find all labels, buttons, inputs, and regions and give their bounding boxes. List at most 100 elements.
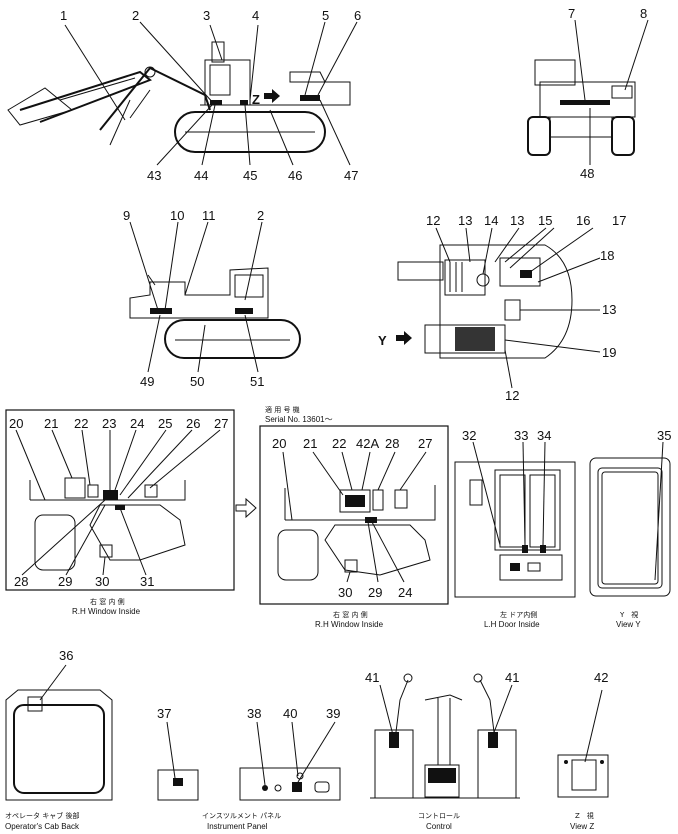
callout-39: 39 [326, 706, 340, 721]
callout-32: 32 [462, 428, 476, 443]
callout-8: 8 [640, 6, 647, 21]
callout-16: 16 [576, 213, 590, 228]
callout-22b: 22 [332, 436, 346, 451]
caption-control-en: Control [426, 822, 452, 831]
callout-47: 47 [344, 168, 358, 183]
view-y-panel: 35 Y 視 View Y [589, 428, 671, 629]
arrow-right-icon [396, 331, 412, 345]
callout-12: 12 [426, 213, 440, 228]
callout-21b: 21 [303, 436, 317, 451]
instrument-panel-view: 37 38 40 39 インスツルメント パネル Instrument Pane… [157, 706, 341, 831]
caption-lh-door-en: L.H Door Inside [484, 620, 540, 629]
rh-window-inside-serial-view: 適 用 号 機 Serial No. 13601～ 20 21 22 42A 2… [259, 405, 449, 629]
callout-35: 35 [657, 428, 671, 443]
marker-y: Y [378, 333, 387, 348]
caption-rh-window-jp: 右 窓 内 側 [90, 597, 125, 606]
view-z-panel: 42 Z 視 View Z [557, 670, 609, 831]
caption-view-z-jp: Z 視 [575, 811, 594, 820]
callout-20b: 20 [272, 436, 286, 451]
callout-49: 49 [140, 374, 154, 389]
callout-23: 23 [102, 416, 116, 431]
arrow-right-icon [264, 89, 280, 103]
caption-view-z-en: View Z [570, 822, 594, 831]
caption-cab-back-en: Operator's Cab Back [5, 822, 80, 831]
callout-27: 27 [214, 416, 228, 431]
callout-13b: 13 [510, 213, 524, 228]
callout-44: 44 [194, 168, 208, 183]
boom [99, 66, 211, 131]
callout-41: 41 [365, 670, 379, 685]
callout-28: 28 [14, 574, 28, 589]
callout-33: 33 [514, 428, 528, 443]
caption-panel-jp: インスツルメント パネル [202, 812, 281, 820]
control-levers-view: 41 41 コントロール Control [365, 670, 520, 831]
callout-11: 11 [202, 208, 216, 223]
caption-rh-window-en: R.H Window Inside [72, 607, 141, 616]
caption-rh-window2-en: R.H Window Inside [315, 620, 384, 629]
callout-46: 46 [288, 168, 302, 183]
callout-6: 6 [354, 8, 361, 23]
caption-view-y-en: View Y [616, 620, 641, 629]
callout-26: 26 [186, 416, 200, 431]
callout-2b: 2 [257, 208, 264, 223]
callout-29: 29 [58, 574, 72, 589]
caption-cab-back-jp: オペレータ キャブ 後部 [5, 811, 79, 820]
caption-rh-window2-jp: 右 窓 内 側 [333, 610, 368, 619]
callout-48: 48 [580, 166, 594, 181]
callout-36: 36 [59, 648, 73, 663]
callout-42a: 42A [356, 436, 379, 451]
callout-20: 20 [9, 416, 23, 431]
upper-structure [200, 71, 351, 106]
callout-13c: 13 [602, 302, 616, 317]
caption-view-y-jp: Y 視 [619, 610, 638, 619]
callout-50: 50 [190, 374, 204, 389]
callout-40: 40 [283, 706, 297, 721]
callout-19: 19 [602, 345, 616, 360]
callout-29b: 29 [368, 585, 382, 600]
callout-28b: 28 [385, 436, 399, 451]
callout-4: 4 [252, 8, 259, 23]
caption-lh-door-jp: 左 ドア内側 [500, 610, 537, 619]
cab [204, 59, 251, 106]
callout-34: 34 [537, 428, 551, 443]
callout-30b: 30 [338, 585, 352, 600]
excavator-side-view: Z 1 2 3 4 5 6 43 44 45 46 47 [7, 8, 361, 183]
callout-41b: 41 [505, 670, 519, 685]
excavator-rear-view: 7 8 48 [527, 6, 649, 181]
callout-24b: 24 [398, 585, 412, 600]
callout-27b: 27 [418, 436, 432, 451]
callout-43: 43 [147, 168, 161, 183]
callout-37: 37 [157, 706, 171, 721]
track [174, 111, 326, 153]
callout-22: 22 [74, 416, 88, 431]
excavator-top-view: Y 12 13 14 13 15 16 17 18 13 19 12 [378, 213, 626, 403]
callout-31: 31 [140, 574, 154, 589]
caption-panel-en: Instrument Panel [207, 822, 268, 831]
callout-5: 5 [322, 8, 329, 23]
transfer-arrow-icon [235, 497, 257, 519]
callout-14: 14 [484, 213, 498, 228]
bucket [7, 87, 74, 126]
callout-45: 45 [243, 168, 257, 183]
rh-window-inside-view: 20 21 22 23 24 25 26 27 28 29 30 31 右 窓 … [5, 409, 235, 616]
caption-control-jp: コントロール [418, 812, 460, 820]
callout-2: 2 [132, 8, 139, 23]
callout-17: 17 [612, 213, 626, 228]
lh-door-inside-view: 32 33 34 左 ドア内側 L.H Door Inside [454, 428, 576, 629]
callout-12b: 12 [505, 388, 519, 403]
callout-25: 25 [158, 416, 172, 431]
callout-38: 38 [247, 706, 261, 721]
callout-1: 1 [60, 8, 67, 23]
callout-13: 13 [458, 213, 472, 228]
callout-15: 15 [538, 213, 552, 228]
callout-30: 30 [95, 574, 109, 589]
callout-51: 51 [250, 374, 264, 389]
caption-serial-en: Serial No. 13601～ [265, 415, 333, 424]
callout-24: 24 [130, 416, 144, 431]
callout-7: 7 [568, 6, 575, 21]
arm [19, 70, 152, 123]
callout-42: 42 [594, 670, 608, 685]
marker-z: Z [252, 92, 260, 107]
callout-3: 3 [203, 8, 210, 23]
